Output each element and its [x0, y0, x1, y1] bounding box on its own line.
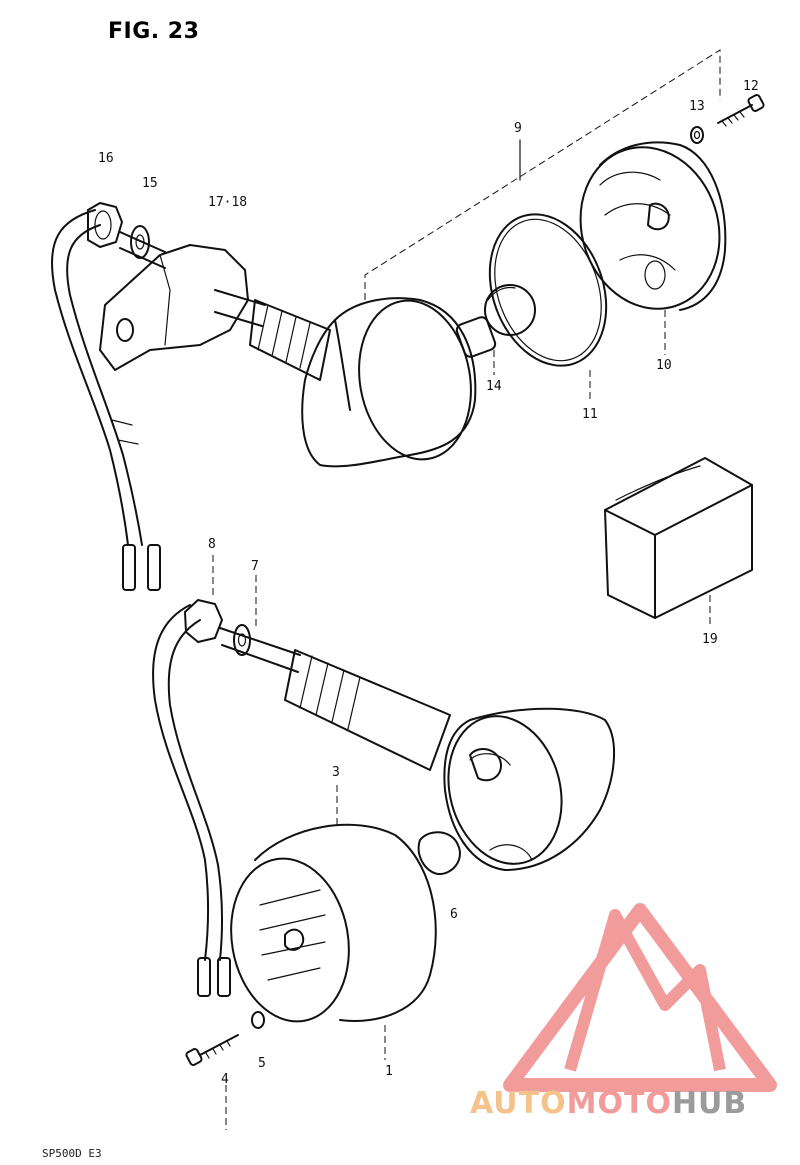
part-15-washer: [130, 225, 150, 259]
part-7-washer: [233, 624, 251, 656]
watermark-text: AUTOMOTOHUB: [470, 1086, 747, 1121]
bracket-hole: [116, 318, 134, 342]
callout-7: 7: [251, 559, 259, 574]
lower-rubber-grommet: [284, 649, 451, 771]
part-5-washer: [251, 1011, 265, 1029]
upper-signal-housing: [301, 297, 477, 468]
part-14-bulb: [455, 284, 536, 358]
callout-10: 10: [656, 358, 672, 373]
upper-wire-terminal-a: [122, 544, 136, 591]
watermark-logo: AUTOMOTOHUB: [470, 903, 777, 1121]
part-8-nut: [184, 599, 223, 643]
callout-5: 5: [258, 1056, 266, 1071]
callout-19: 19: [702, 632, 718, 647]
callout-4: 4: [221, 1072, 229, 1087]
callout-14: 14: [486, 379, 502, 394]
part-17-18-bracket: [99, 244, 249, 371]
upper-stem: [119, 231, 166, 269]
callout-labels: 1 3 4 5 6 7 8 9 10 11 12 13 14 15 16 17·…: [98, 79, 759, 1087]
lower-wire-terminal-a: [197, 957, 211, 997]
part-12-screw: [717, 94, 765, 127]
part-13-washer: [690, 126, 704, 144]
lower-bulb: [417, 831, 461, 876]
callout-9: 9: [514, 121, 522, 136]
part-10-lens: [579, 141, 727, 311]
callout-17-18: 17·18: [208, 195, 247, 210]
watermark-text-hub: HUB: [672, 1086, 747, 1121]
callout-16: 16: [98, 151, 114, 166]
figure-code: SP500D E3: [42, 1147, 102, 1160]
upper-rubber-grommet: [249, 299, 331, 381]
watermark-text-moto: MOTO: [567, 1086, 672, 1121]
callout-8: 8: [208, 537, 216, 552]
callout-3: 3: [332, 765, 340, 780]
lower-signal-housing: [443, 707, 616, 871]
callout-13: 13: [689, 99, 705, 114]
upper-wire-harness: [50, 209, 129, 546]
callout-11: 11: [582, 407, 598, 422]
part-19-reflector: [604, 457, 753, 619]
part-4-screw: [185, 1034, 239, 1066]
lower-wire-harness: [152, 604, 210, 961]
part-11-gasket: [488, 213, 608, 367]
lower-wire-terminal-b: [217, 957, 231, 997]
lower-turn-signal-assembly: [152, 310, 711, 1130]
callout-1: 1: [385, 1064, 393, 1079]
upper-wire-terminal-b: [147, 544, 161, 591]
watermark-inner-m-icon: [564, 909, 726, 1072]
watermark-triangle-icon: [503, 903, 777, 1092]
lower-lens: [230, 823, 437, 1023]
watermark-text-auto: AUTO: [470, 1086, 567, 1121]
callout-12: 12: [743, 79, 759, 94]
callout-15: 15: [142, 176, 158, 191]
figure-title: FIG. 23: [108, 19, 199, 44]
upper-turn-signal-assembly: [50, 49, 765, 591]
upper-wire-harness-second: [66, 224, 143, 546]
callout-6: 6: [450, 907, 458, 922]
